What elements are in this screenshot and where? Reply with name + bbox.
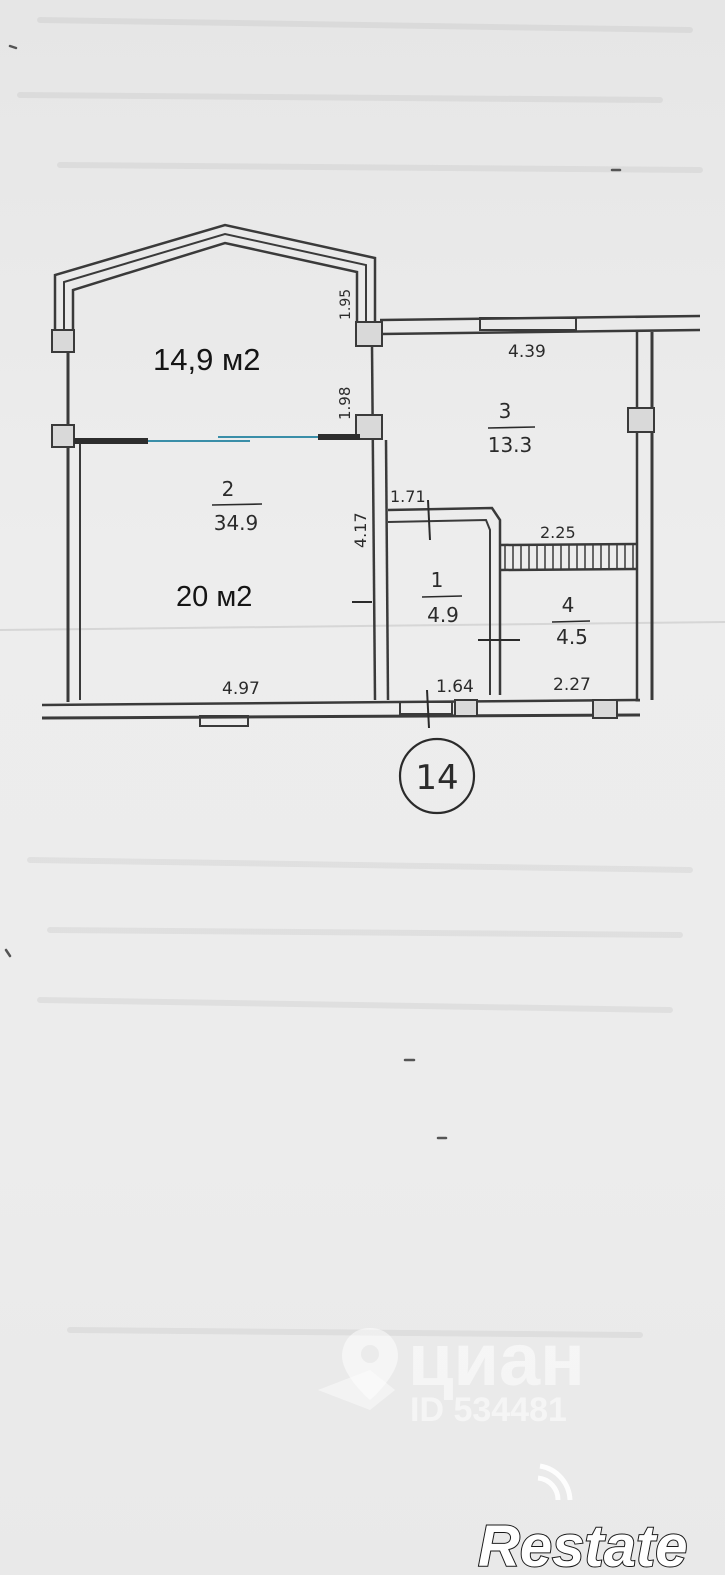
dim-hall-top: 1.71 [390, 487, 426, 506]
windows [199, 317, 577, 727]
dim-balcony-inner: 1.98 [336, 387, 354, 420]
window-bottom-hall [399, 701, 453, 715]
window-top-right [479, 317, 577, 331]
column-bottom-mid [454, 699, 478, 717]
column-top-center [355, 321, 383, 347]
paper-fold [0, 621, 725, 631]
hall-wall-inner [387, 518, 491, 695]
bath-partition-hatch [504, 545, 634, 570]
center-wall-b [384, 439, 390, 701]
dim-top-right: 4.39 [508, 342, 546, 362]
room-2-number: 2 [222, 477, 235, 501]
balcony-glazing [74, 434, 360, 444]
bottom-wall-outer [41, 713, 641, 720]
dim-left-inner: 4.17 [351, 512, 370, 548]
stray-marks [4, 44, 622, 1140]
room-4-number: 4 [562, 593, 575, 617]
column-bottom-right [592, 699, 618, 719]
column-mid-center [355, 414, 383, 440]
dim-balcony-top: 1.95 [338, 289, 354, 320]
bottom-wall-inner [41, 698, 641, 707]
balcony-wall-mid [63, 232, 367, 336]
paper-texture [17, 17, 703, 1338]
room-1-area: 4.9 [427, 603, 459, 627]
cian-brand: циан [408, 1318, 585, 1401]
column-right [627, 407, 655, 433]
balcony-wall-outer [53, 223, 377, 336]
room-2-area: 34.9 [214, 511, 259, 535]
plan-number: 14 [415, 758, 458, 798]
columns [51, 321, 655, 719]
center-wall-a [370, 344, 377, 701]
living-area-label: 20 м2 [176, 581, 252, 613]
location-pin-icon [342, 1328, 398, 1400]
cian-watermark: циан ID 534481 [318, 1318, 585, 1429]
cian-id: ID 534481 [410, 1391, 567, 1429]
dimension-labels: 4.39 4.97 1.64 2.27 1.71 2.25 4.17 1.98 … [222, 289, 591, 699]
room-4-area: 4.5 [556, 625, 588, 649]
room-3-area: 13.3 [488, 433, 533, 457]
hall-wall-top [387, 506, 502, 695]
bath-wall-top [499, 542, 638, 547]
cian-chevron-icon [318, 1370, 395, 1410]
walls [41, 223, 701, 720]
dim-bottom-right: 2.27 [553, 675, 591, 695]
dim-bottom-mid: 1.64 [436, 677, 474, 697]
top-wall-lower [379, 328, 701, 336]
balcony-area-label: 14,9 м2 [153, 342, 261, 377]
restate-logo: Restate [477, 1463, 689, 1575]
door-marks [352, 499, 520, 729]
room-3-number: 3 [499, 399, 512, 423]
dim-bath-top: 2.25 [540, 523, 576, 542]
signal-arcs-icon [537, 1463, 573, 1501]
room-labels: 2 34.9 3 13.3 1 4.9 4 4.5 [211, 399, 591, 649]
column-balcony-left [51, 329, 75, 353]
svg-text:Restate: Restate [478, 1514, 688, 1575]
plan-number-badge: 14 [398, 737, 476, 815]
column-living-left [51, 424, 75, 448]
window-bottom-left [199, 715, 249, 727]
balcony-wall-inner [71, 241, 359, 336]
dim-bottom-left: 4.97 [222, 679, 260, 699]
room-1-number: 1 [431, 568, 444, 592]
